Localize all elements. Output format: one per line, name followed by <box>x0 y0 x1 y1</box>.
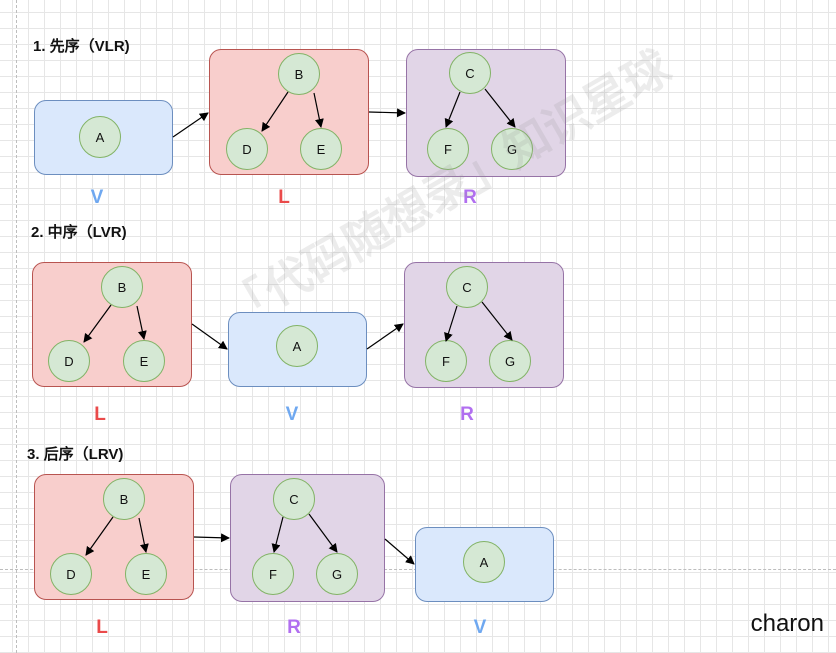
section-2-title: 2. 中序（LVR) <box>31 224 127 241</box>
s2-node-a: A <box>276 325 318 367</box>
s2-node-c: C <box>446 266 488 308</box>
s2-node-e: E <box>123 340 165 382</box>
s3-node-f: F <box>252 553 294 595</box>
s3-v-label: V <box>473 617 487 638</box>
s3-node-d: D <box>50 553 92 595</box>
section-3-title: 3. 后序（LRV) <box>27 446 124 463</box>
s1-arrow-v-to-l <box>172 112 209 138</box>
s3-node-b: B <box>103 478 145 520</box>
s3-node-a: A <box>463 541 505 583</box>
vertical-guide-line <box>16 0 17 653</box>
s1-r-label: R <box>463 187 477 208</box>
s3-arrow-l-to-r <box>193 533 230 543</box>
s1-v-label: V <box>90 187 104 208</box>
s3-node-e: E <box>125 553 167 595</box>
s2-l-label: L <box>94 404 106 425</box>
s1-node-b: B <box>278 53 320 95</box>
s2-arrow-v-to-r <box>366 323 404 350</box>
section-1-title: 1. 先序（VLR) <box>33 38 130 55</box>
s2-node-f: F <box>425 340 467 382</box>
s2-node-d: D <box>48 340 90 382</box>
s1-node-a: A <box>79 116 121 158</box>
s1-node-f: F <box>427 128 469 170</box>
s3-arrow-r-to-v <box>384 538 415 565</box>
s1-node-d: D <box>226 128 268 170</box>
s3-node-g: G <box>316 553 358 595</box>
s3-node-c: C <box>273 478 315 520</box>
s1-arrow-l-to-r <box>368 108 406 118</box>
s2-node-g: G <box>489 340 531 382</box>
s1-node-c: C <box>449 52 491 94</box>
s1-l-label: L <box>278 187 290 208</box>
s1-node-g: G <box>491 128 533 170</box>
s1-node-e: E <box>300 128 342 170</box>
s3-r-label: R <box>287 617 301 638</box>
s2-node-b: B <box>101 266 143 308</box>
s2-v-label: V <box>285 404 299 425</box>
s3-l-label: L <box>96 617 108 638</box>
s2-r-label: R <box>460 404 474 425</box>
s2-arrow-l-to-v <box>191 323 228 350</box>
author-signature: charon <box>750 610 824 637</box>
